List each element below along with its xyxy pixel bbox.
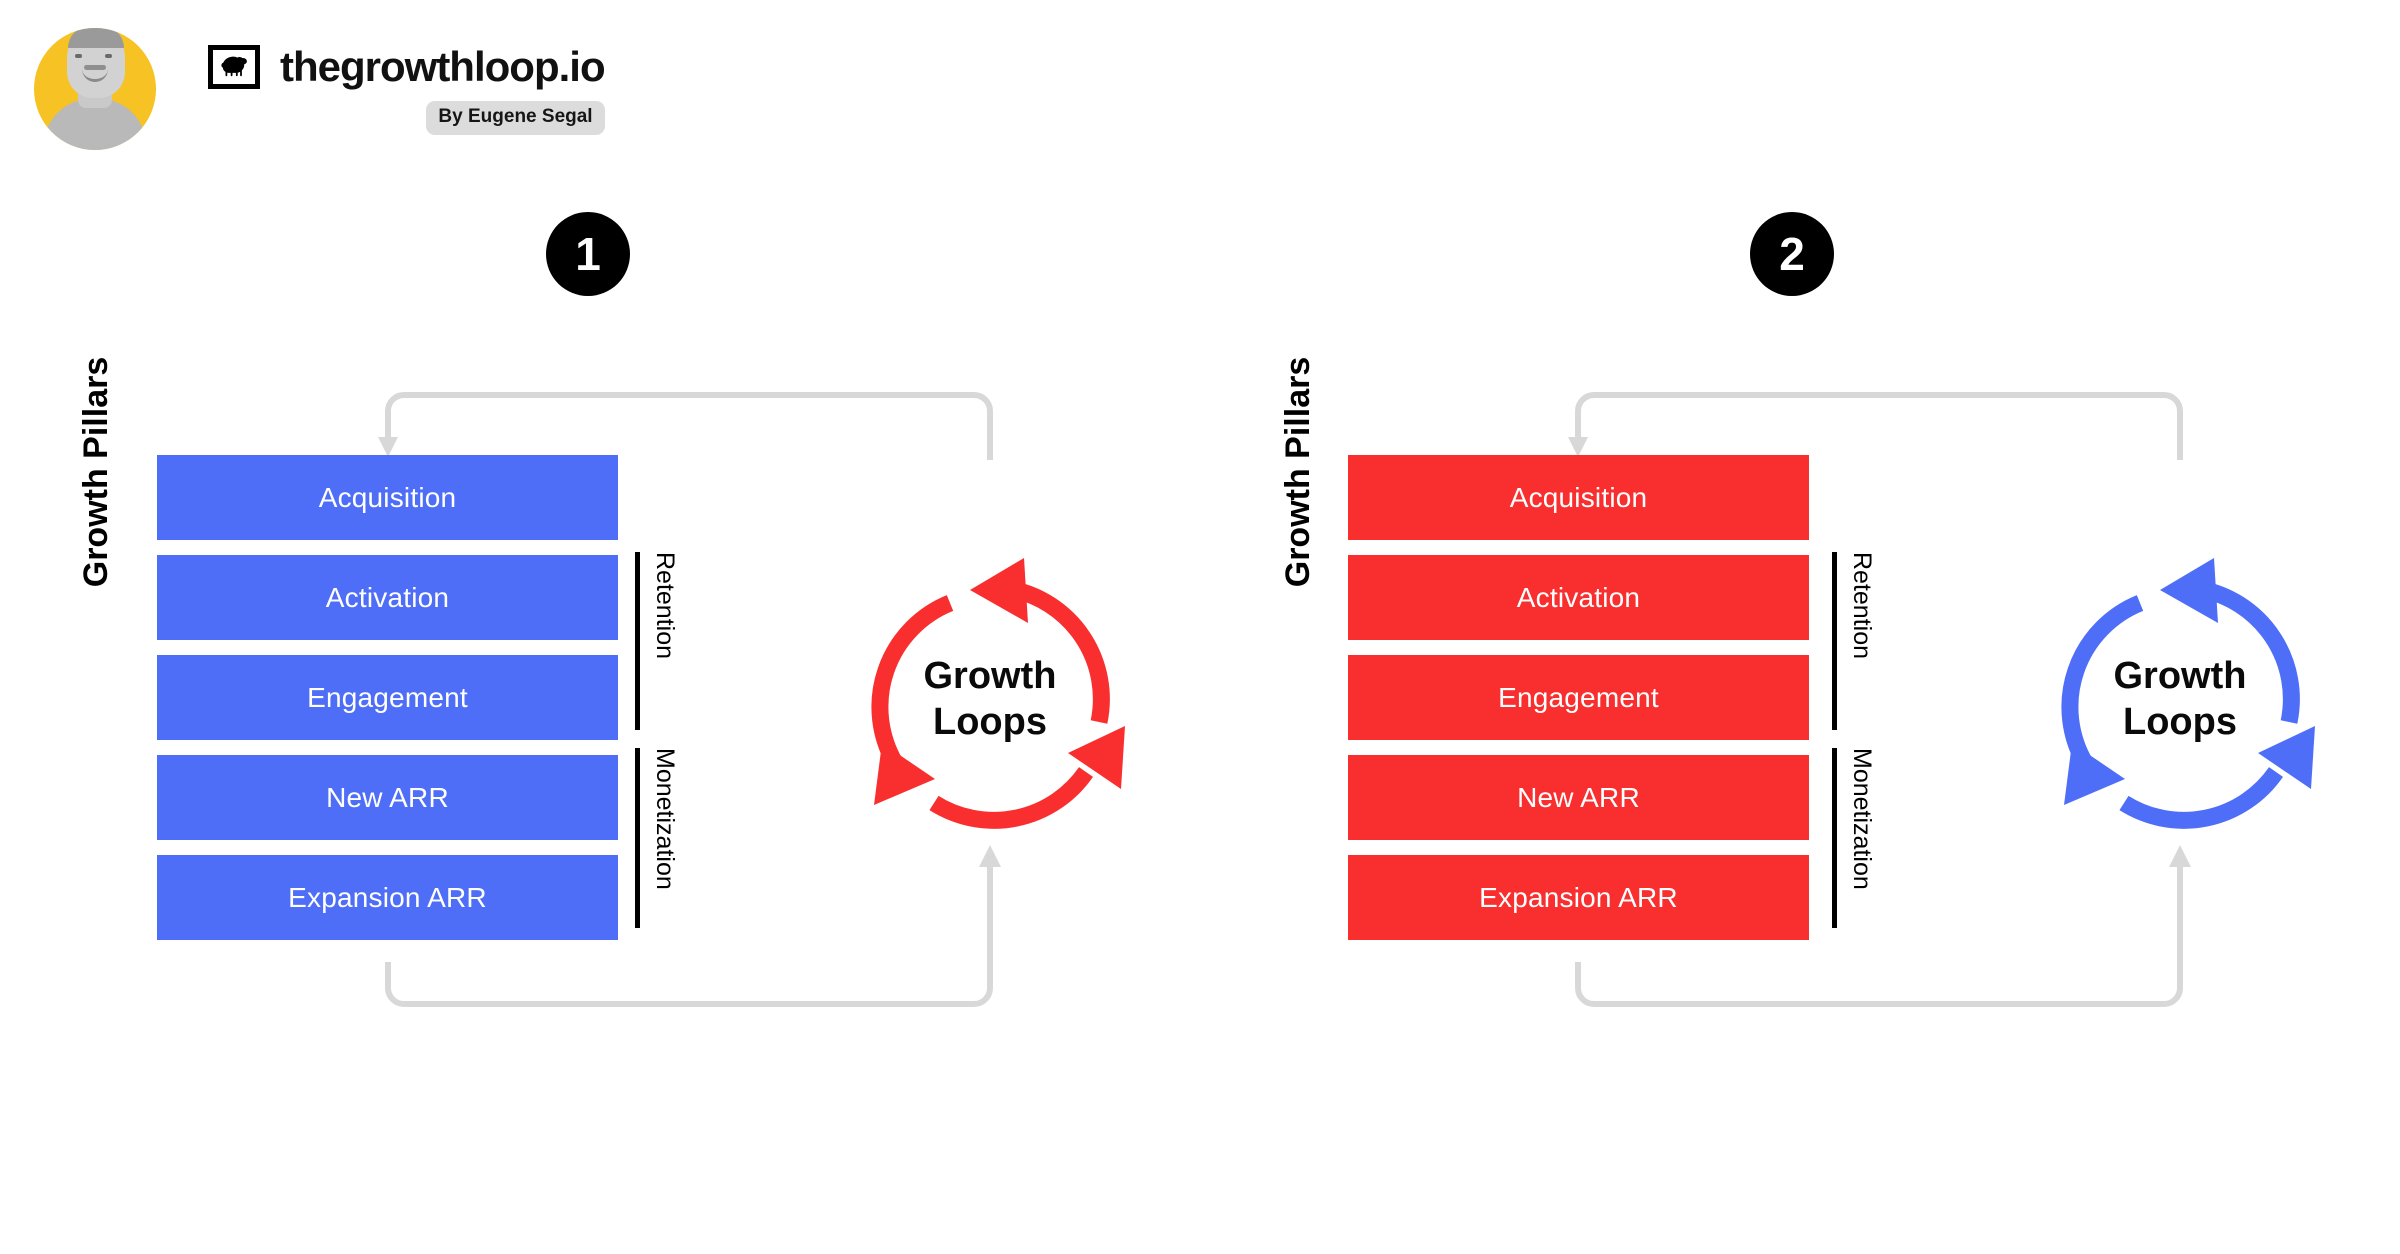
bracket-rule — [635, 748, 640, 928]
growth-loops-arrows-icon — [871, 558, 1125, 829]
pillar-bar-label: Activation — [1516, 581, 1641, 613]
growth-loops-circle-2: Growth Loops — [2030, 550, 2330, 850]
panel-1: 1 Growth Pillars Acquisition Activation … — [76, 212, 1140, 1007]
avatar-smile — [82, 67, 108, 82]
brand-name: thegrowthloop.io — [280, 43, 606, 90]
growth-pillars-bars-2: Acquisition Activation Engagement New AR… — [1348, 455, 1809, 955]
bracket-rule — [1832, 552, 1837, 730]
brand-row: thegrowthloop.io — [208, 43, 606, 90]
growth-pillars-label-2: Growth Pillars — [1278, 356, 1317, 588]
pillar-bar-engagement[interactable]: Engagement — [1348, 655, 1809, 740]
pillar-bar-label: Activation — [325, 581, 450, 613]
step-badge-2: 2 — [1750, 212, 1834, 296]
pillar-bar-label: New ARR — [326, 781, 449, 813]
pillar-bar-label: Expansion ARR — [1479, 881, 1678, 913]
pillar-bar-label: Engagement — [307, 681, 468, 713]
pillar-bar-new-arr[interactable]: New ARR — [1348, 755, 1809, 840]
pillar-bar-new-arr[interactable]: New ARR — [157, 755, 618, 840]
growth-pillars-label-1: Growth Pillars — [76, 356, 115, 588]
growth-loops-arrows-icon — [2061, 558, 2315, 829]
bracket-monetization: Monetization — [635, 748, 679, 928]
brand-lockup: thegrowthloop.io By Eugene Segal — [208, 43, 606, 135]
pillar-bar-label: Acquisition — [1509, 481, 1648, 513]
pillar-bar-label: Expansion ARR — [288, 881, 487, 913]
pillar-bar-expansion-arr[interactable]: Expansion ARR — [157, 855, 618, 940]
pillar-bar-acquisition[interactable]: Acquisition — [157, 455, 618, 540]
bracket-label: Monetization — [651, 748, 679, 890]
pillar-bar-label: New ARR — [1517, 781, 1640, 813]
pillar-bar-label: Acquisition — [318, 481, 457, 513]
avatar — [34, 28, 156, 150]
pillar-bar-engagement[interactable]: Engagement — [157, 655, 618, 740]
byline-badge: By Eugene Segal — [426, 101, 605, 135]
bracket-monetization: Monetization — [1832, 748, 1876, 928]
bracket-rule — [635, 552, 640, 730]
bracket-label: Monetization — [1848, 748, 1876, 890]
growth-loops-circle-1: Growth Loops — [840, 550, 1140, 850]
sheep-icon — [208, 45, 260, 89]
pillar-bar-label: Engagement — [1498, 681, 1659, 713]
pillar-bar-activation[interactable]: Activation — [157, 555, 618, 640]
bracket-retention: Retention — [635, 552, 679, 730]
bracket-label: Retention — [651, 552, 679, 660]
avatar-eye-left — [75, 54, 82, 58]
avatar-eye-right — [105, 54, 112, 58]
pillar-bar-expansion-arr[interactable]: Expansion ARR — [1348, 855, 1809, 940]
pillar-bar-acquisition[interactable]: Acquisition — [1348, 455, 1809, 540]
avatar-hair — [68, 28, 124, 48]
bracket-retention: Retention — [1832, 552, 1876, 730]
pillar-bar-activation[interactable]: Activation — [1348, 555, 1809, 640]
bracket-rule — [1832, 748, 1837, 928]
step-badge-1: 1 — [546, 212, 630, 296]
growth-pillars-bars-1: Acquisition Activation Engagement New AR… — [157, 455, 618, 955]
site-header: thegrowthloop.io By Eugene Segal — [34, 28, 606, 150]
bracket-label: Retention — [1848, 552, 1876, 660]
panel-2: 2 Growth Pillars Acquisition Activation … — [1200, 0, 2400, 1254]
